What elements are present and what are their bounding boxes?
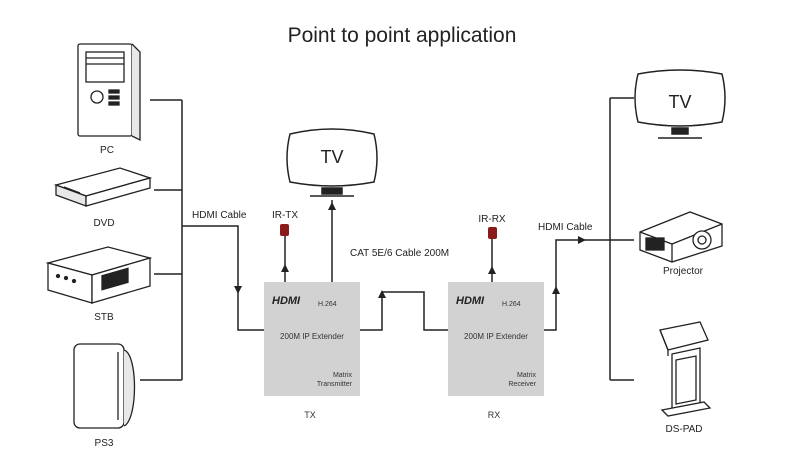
display-label-projector: Projector xyxy=(663,266,704,277)
ds-pad-kiosk-icon xyxy=(659,321,712,417)
cat-cable-line xyxy=(360,291,448,331)
tx-caption: TX xyxy=(304,410,316,420)
display-tv-icon xyxy=(634,69,726,139)
projector-icon xyxy=(639,211,723,263)
display-label-tv: TV xyxy=(668,92,691,112)
rx-role-line1: Matrix xyxy=(517,372,537,379)
source-label-stb: STB xyxy=(94,312,114,323)
tv-out-arrow-icon xyxy=(328,202,336,210)
source-label-ps3: PS3 xyxy=(95,438,114,449)
tx-role-line1: Matrix xyxy=(333,372,353,379)
ir-tx-arrow-icon xyxy=(281,264,289,272)
ps3-console-icon xyxy=(73,343,136,429)
hdmi-in-arrow-icon xyxy=(234,286,242,294)
tx-codec: H.264 xyxy=(318,301,337,308)
pc-tower-icon xyxy=(77,43,141,142)
tx-hdmi-logo: HDMI xyxy=(272,295,301,307)
ir-tx-label: IR-TX xyxy=(272,210,298,221)
display-bus xyxy=(544,97,634,381)
ir-tx-emitter-icon xyxy=(280,224,289,236)
tx-role-line2: Transmitter xyxy=(317,381,353,388)
rx-hdmi-logo: HDMI xyxy=(456,295,485,307)
rx-codec: H.264 xyxy=(502,301,521,308)
source-label-dvd: DVD xyxy=(93,218,114,229)
source-label-pc: PC xyxy=(100,145,114,156)
ir-rx-emitter-icon xyxy=(488,227,497,239)
tx-tv-label: TV xyxy=(320,147,343,167)
right-hdmi-cable-label: HDMI Cable xyxy=(538,222,593,233)
rx-caption: RX xyxy=(488,410,501,420)
diagram-title: Point to point application xyxy=(287,24,517,47)
ir-rx-label: IR-RX xyxy=(478,214,506,225)
display-label-ds-pad: DS-PAD xyxy=(665,424,702,435)
set-top-box-icon xyxy=(45,246,153,304)
cat-cable-label: CAT 5E/6 Cable 200M xyxy=(350,248,449,259)
transmitter-box xyxy=(264,282,360,396)
tv-icon xyxy=(286,128,378,197)
right-hdmi-arrow-icon xyxy=(578,236,586,244)
left-hdmi-cable-label: HDMI Cable xyxy=(192,210,247,221)
tx-name: 200M IP Extender xyxy=(280,332,344,341)
cat-arrow-icon xyxy=(378,290,386,298)
rx-name: 200M IP Extender xyxy=(464,332,528,341)
rx-out-arrow-icon xyxy=(552,286,560,294)
rx-role-line2: Receiver xyxy=(508,381,536,388)
ir-rx-arrow-icon xyxy=(488,266,496,274)
source-bus xyxy=(140,99,264,381)
dvd-player-icon xyxy=(53,167,153,207)
receiver-box xyxy=(448,282,544,396)
